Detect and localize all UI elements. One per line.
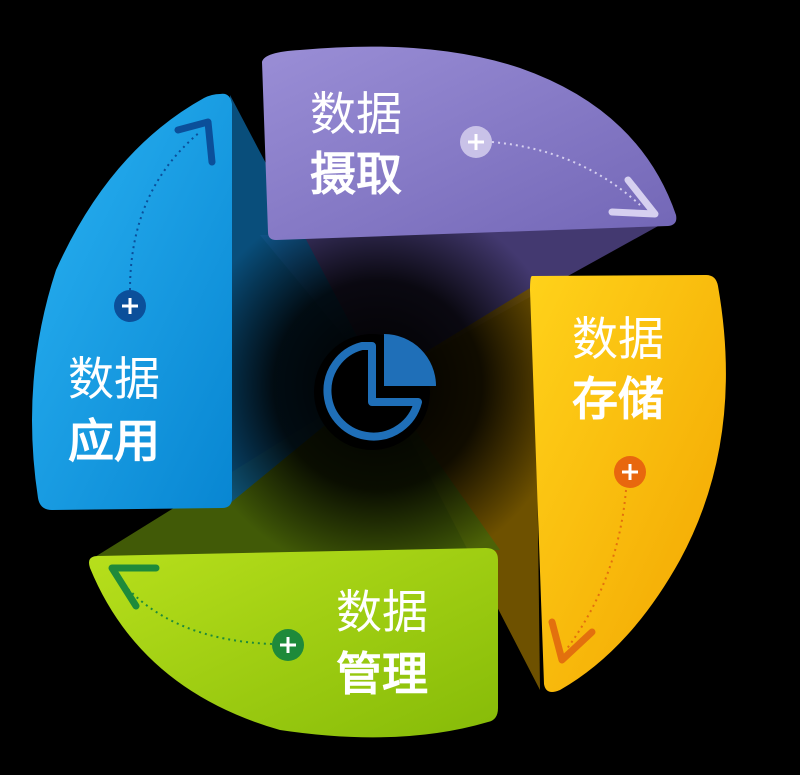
application-label-line1: 数据: [68, 352, 160, 406]
management-label-line1: 数据: [336, 585, 428, 639]
plus-icon-management: [272, 629, 304, 661]
arrow-ingest: [491, 141, 659, 218]
arrow-storage: [548, 489, 627, 664]
management-label-line2: 管理: [336, 647, 428, 701]
storage-label-line2: 存储: [572, 372, 664, 426]
plus-icon-storage: [614, 456, 646, 488]
plus-icon-ingest: [460, 126, 492, 158]
plus-icon-application: [114, 290, 146, 322]
ingest-label-line1: 数据: [310, 87, 402, 141]
arrow-management: [108, 564, 273, 645]
application-label-line2: 应用: [68, 414, 160, 468]
ingest-label-line2: 摄取: [310, 147, 402, 201]
arrow-application: [129, 118, 216, 291]
pie-chart-icon: [314, 334, 436, 450]
storage-label-line1: 数据: [572, 312, 664, 366]
